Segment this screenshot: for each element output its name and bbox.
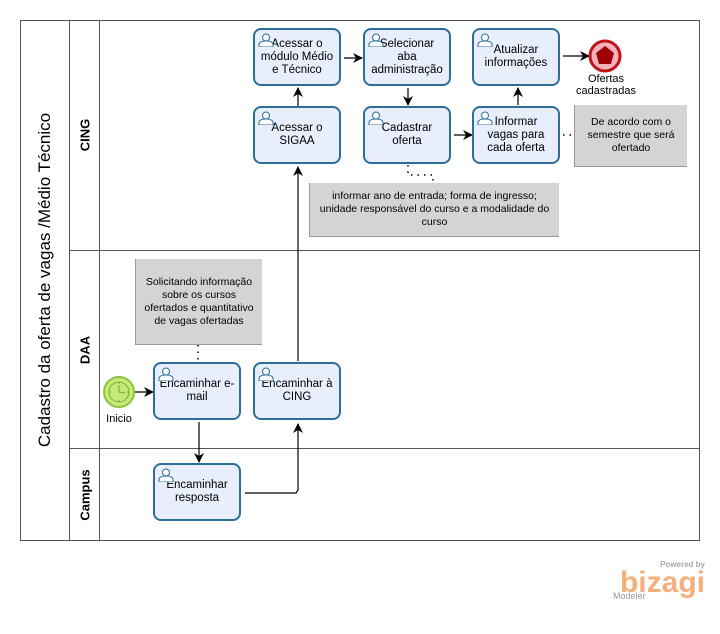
task-acessar-modulo[interactable]: Acessar o módulo Médio e Técnico (253, 28, 341, 86)
task-atualizar-informacoes[interactable]: Atualizar informações (472, 28, 560, 86)
task-encaminhar-email[interactable]: Encaminhar e-mail (153, 362, 241, 420)
user-icon (258, 367, 274, 381)
association-cadastrar-note (407, 165, 434, 182)
powered-by-text: Powered by (660, 560, 705, 569)
annotation-solicitando-info[interactable]: Solicitando informação sobre os cursos o… (135, 259, 262, 345)
task-encaminhar-resposta[interactable]: Encaminhar resposta (153, 463, 241, 521)
flow-resposta-to-cing (245, 423, 303, 494)
bizagi-logo: bizagi (619, 566, 705, 599)
task-label: Encaminhar à CING (261, 378, 333, 403)
lane-header-daa: DAA (70, 251, 100, 448)
lane-daa: DAA (70, 251, 700, 449)
user-icon (258, 33, 274, 47)
user-icon (158, 468, 174, 482)
task-label: Informar vagas para cada oferta (487, 115, 545, 154)
task-acessar-sigaa[interactable]: Acessar o SIGAA (253, 106, 341, 164)
start-event-label: Inicio (106, 413, 132, 425)
task-label: Selecionar aba administração (371, 37, 443, 76)
start-timer-event[interactable] (103, 376, 135, 408)
lane-header-cing: CING (70, 20, 100, 250)
task-label: Encaminhar e-mail (159, 378, 235, 403)
user-icon (368, 111, 384, 125)
user-icon (477, 111, 493, 125)
end-event-label: Ofertas cadastradas (576, 73, 636, 97)
pool-header: Cadastro da oferta de vagas /Médio Técni… (20, 20, 70, 541)
modeler-text: Modeler (613, 591, 646, 601)
task-encaminhar-cing[interactable]: Encaminhar à CING (253, 362, 341, 420)
user-icon (158, 367, 174, 381)
task-label: Acessar o módulo Médio e Técnico (260, 37, 334, 76)
task-informar-vagas[interactable]: Informar vagas para cada oferta (472, 106, 560, 164)
pool (20, 20, 700, 541)
user-icon (258, 111, 274, 125)
task-label: Cadastrar oferta (381, 122, 433, 147)
user-icon (368, 33, 384, 47)
lane-cing: CING (70, 20, 700, 251)
task-cadastrar-oferta[interactable]: Cadastrar oferta (363, 106, 451, 164)
task-label: Encaminhar resposta (166, 479, 228, 504)
pentagon-icon (596, 46, 614, 64)
annotation-semestre[interactable]: De acordo com o semestre que será oferta… (574, 105, 687, 167)
clock-icon (109, 382, 129, 402)
annotation-cadastrar-details[interactable]: informar ano de entrada; forma de ingres… (309, 183, 559, 237)
lane-header-campus: Campus (70, 449, 100, 541)
user-icon (477, 33, 493, 47)
task-selecionar-aba[interactable]: Selecionar aba administração (363, 28, 451, 86)
bizagi-branding: Powered by bizagi Modeler (605, 560, 705, 605)
lane-campus: Campus (70, 449, 700, 541)
task-label: Atualizar informações (484, 44, 548, 69)
task-label: Acessar o SIGAA (271, 122, 323, 147)
end-event[interactable] (588, 39, 622, 73)
